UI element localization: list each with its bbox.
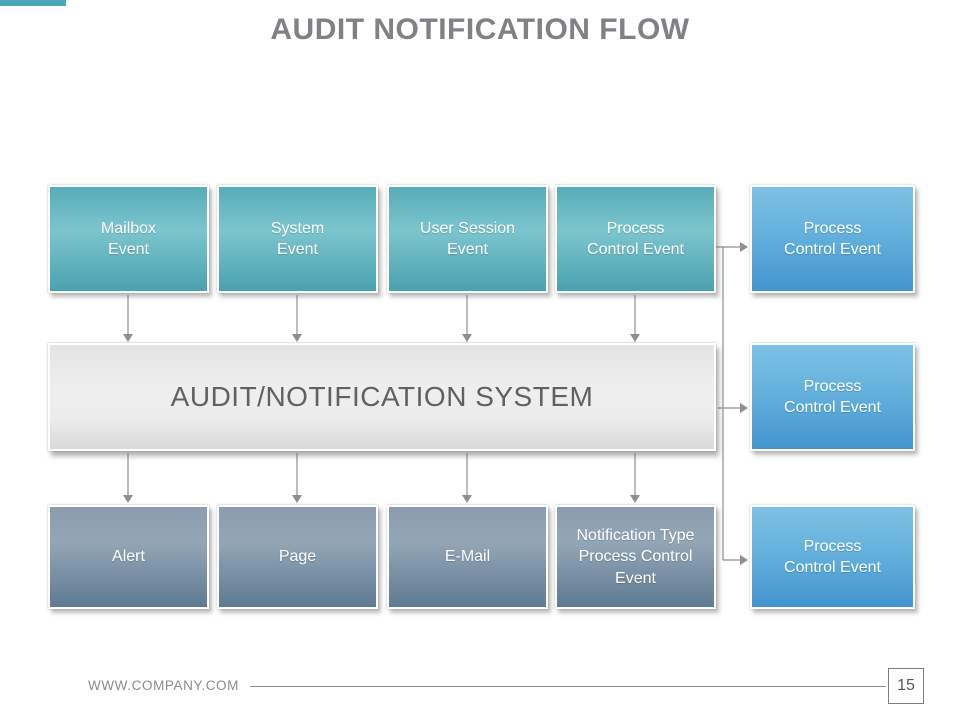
box-label-line: Process (803, 537, 862, 555)
right-box-process-control-event-3: Process Control Event (750, 505, 915, 609)
box-label-line: Page (278, 548, 317, 566)
center-box-audit-notification-system: AUDIT/NOTIFICATION SYSTEM (48, 343, 716, 451)
right-box-process-control-event-1: Process Control Event (750, 185, 915, 293)
box-label-line: Process (803, 377, 862, 395)
box-label-line: Process (606, 219, 665, 237)
bottom-box-notification-type-process-control-event: Notification Type Process Control Event (555, 505, 716, 609)
box-label-line: Mailbox (100, 219, 157, 237)
accent-bar (0, 0, 66, 6)
box-label-line: Event (108, 241, 149, 258)
box-label-line: Process (803, 219, 862, 237)
box-label-line: Notification Type (576, 527, 695, 545)
box-label-line: User Session (419, 219, 516, 237)
box-label-line: Control Event (784, 241, 881, 258)
bottom-box-alert: Alert (48, 505, 209, 609)
top-box-process-control-event: Process Control Event (555, 185, 716, 293)
page-number-box: 15 (888, 668, 924, 704)
box-label-line: Control Event (784, 399, 881, 416)
bottom-box-page: Page (217, 505, 378, 609)
top-box-mailbox-event: Mailbox Event (48, 185, 209, 293)
bottom-box-email: E-Mail (387, 505, 548, 609)
box-label-line: Event (615, 569, 656, 587)
box-label-line: Control Event (784, 559, 881, 576)
box-label-line: Process Control (578, 548, 693, 566)
box-label-line: System (270, 219, 325, 237)
footer-website: WWW.COMPANY.COM (88, 678, 239, 693)
box-label-line: Control Event (587, 241, 684, 258)
page-number: 15 (897, 677, 915, 694)
box-label-line: E-Mail (444, 548, 491, 566)
box-label-line: Event (277, 241, 318, 258)
top-box-system-event: System Event (217, 185, 378, 293)
page-title: AUDIT NOTIFICATION FLOW (270, 13, 690, 46)
right-box-process-control-event-2: Process Control Event (750, 343, 915, 451)
top-box-user-session-event: User Session Event (387, 185, 548, 293)
footer-divider (250, 686, 886, 687)
box-label-line: Alert (112, 548, 145, 566)
box-label-line: Event (447, 241, 488, 258)
system-label: AUDIT/NOTIFICATION SYSTEM (170, 380, 594, 412)
